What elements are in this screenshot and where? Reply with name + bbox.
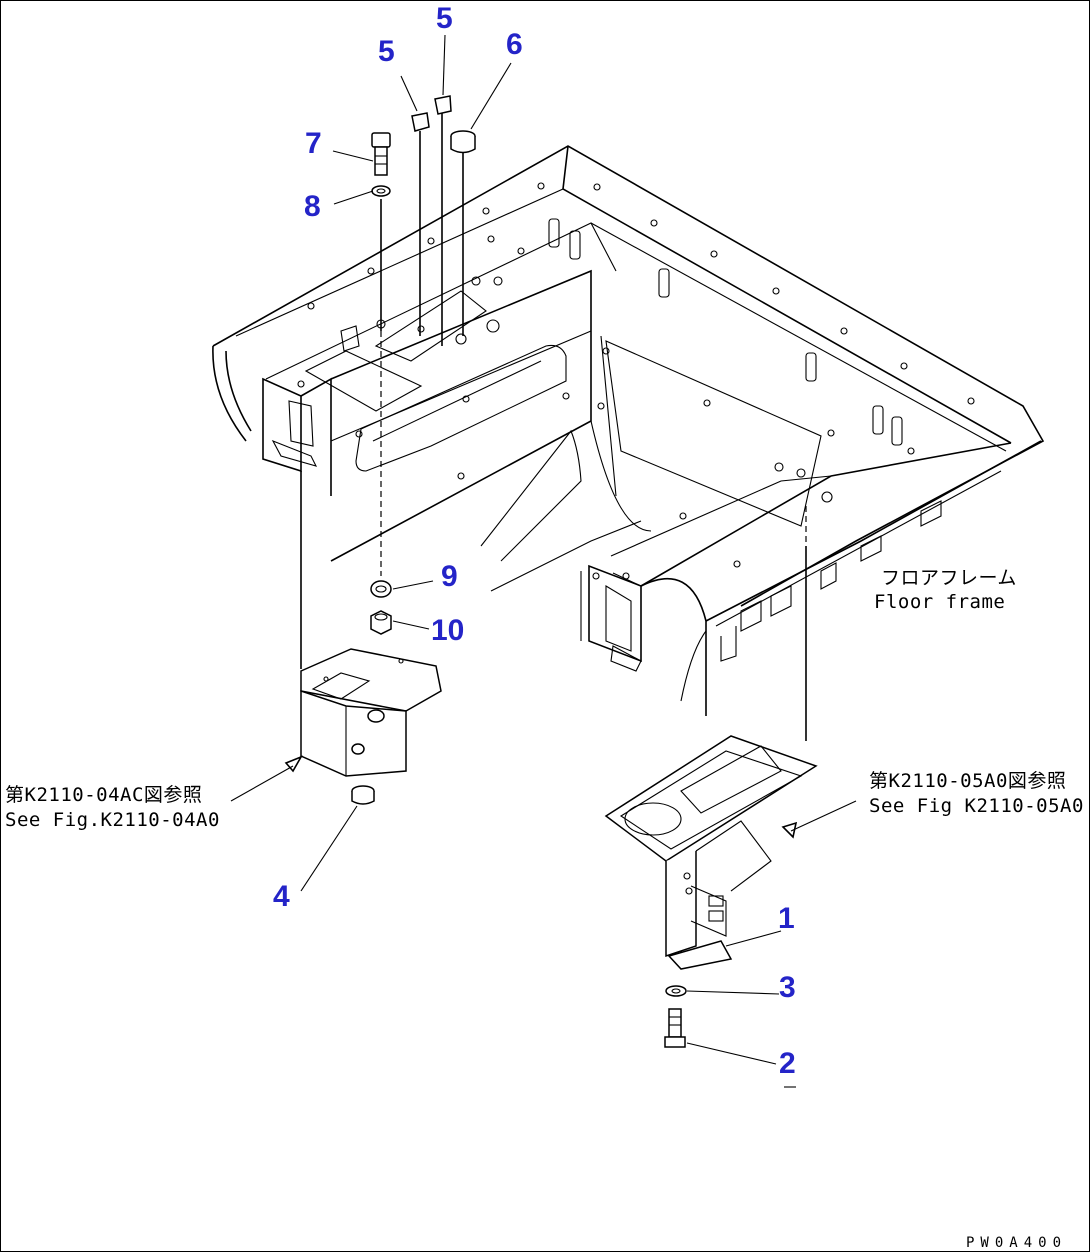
part-2-bolt[interactable] (664, 1008, 686, 1048)
callout-3[interactable]: 3 (779, 971, 796, 1004)
part-3-washer[interactable] (665, 985, 687, 997)
drawing-code: PW0A400 (966, 1235, 1067, 1251)
floor-frame (212, 145, 1045, 716)
right-bracket-assembly[interactable] (604, 735, 818, 970)
part-9-nut[interactable] (370, 580, 392, 598)
part-10-nut[interactable] (370, 610, 392, 635)
ref-left-jp: 第K2110-04AC図参照 (5, 784, 202, 806)
part-4-cap[interactable] (351, 785, 375, 805)
callouts: 5 5 6 7 8 9 10 4 1 3 2 (273, 2, 796, 1088)
callout-7[interactable]: 7 (305, 127, 322, 160)
floor-frame-label-en: Floor frame (874, 591, 1005, 613)
callout-10[interactable]: 10 (431, 614, 464, 647)
ref-right-jp: 第K2110-05A0図参照 (869, 770, 1066, 792)
labels: フロアフレーム Floor frame 第K2110-04AC図参照 See F… (5, 567, 1084, 1251)
callout-5-right[interactable]: 5 (436, 2, 453, 35)
left-box-assembly[interactable] (300, 648, 442, 777)
callout-2[interactable]: 2 (779, 1047, 796, 1080)
part-5-plug-right[interactable] (434, 95, 452, 115)
callout-8[interactable]: 8 (304, 190, 321, 223)
part-7-bolt[interactable] (371, 132, 391, 176)
part-5-plug-left[interactable] (411, 112, 430, 132)
callout-6[interactable]: 6 (506, 28, 523, 61)
callout-9[interactable]: 9 (441, 560, 458, 593)
callout-1[interactable]: 1 (778, 902, 795, 935)
callout-4[interactable]: 4 (273, 880, 290, 913)
callout-5-left[interactable]: 5 (378, 35, 395, 68)
part-6-cap[interactable] (450, 130, 476, 154)
ref-right-en: See Fig K2110-05A0 (869, 795, 1084, 817)
floor-frame-label-jp: フロアフレーム (881, 567, 1017, 589)
part-8-washer[interactable] (371, 185, 391, 197)
leader-lines (230, 34, 857, 1065)
ref-left-en: See Fig.K2110-04A0 (5, 809, 220, 831)
